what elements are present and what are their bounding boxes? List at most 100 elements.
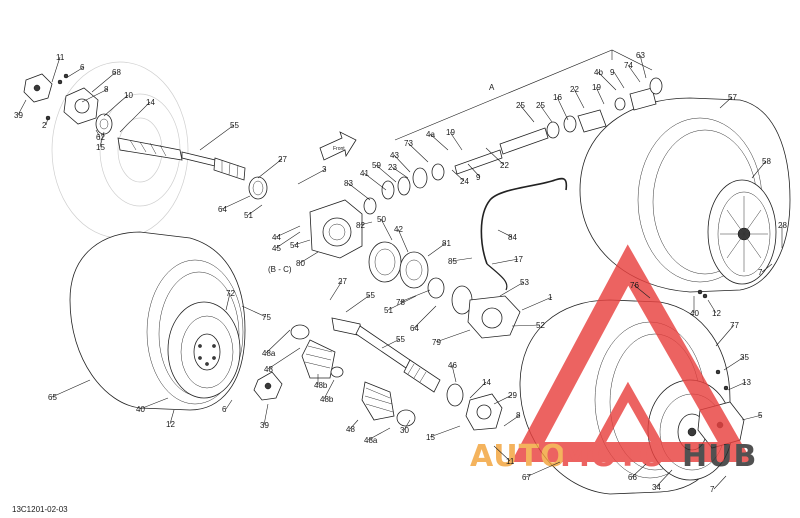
callout-40: 40	[690, 309, 699, 318]
callout-66: 66	[628, 473, 637, 482]
leader-line-80	[299, 251, 319, 264]
callout-78: 78	[396, 298, 405, 307]
leader-line-35	[723, 356, 745, 371]
leader-line-23	[391, 166, 409, 179]
leader-line-55	[381, 338, 401, 349]
leader-line-6	[65, 66, 85, 79]
callout-30: 30	[400, 426, 409, 435]
callout-63: 63	[636, 51, 645, 60]
leader-line-54	[293, 239, 311, 246]
callout-82: 82	[356, 221, 365, 230]
leader-line-27	[329, 280, 343, 301]
leader-line-48	[267, 347, 301, 370]
leader-line-48b	[323, 379, 335, 400]
watermark-text-auto: AUTO	[470, 439, 567, 474]
callout-12: 12	[712, 309, 721, 318]
leader-line-77	[715, 324, 735, 347]
leader-line-67	[525, 461, 561, 478]
callout-48b: 48b	[320, 395, 334, 404]
callout-50: 50	[377, 215, 386, 224]
callout-52: 52	[536, 321, 545, 330]
callout-48: 48	[264, 365, 273, 374]
callout-45: 45	[272, 244, 281, 253]
leader-line-48a	[367, 427, 391, 441]
leader-line-15	[429, 425, 461, 438]
left-tire	[69, 231, 246, 411]
leader-line-5	[741, 414, 763, 421]
callout-10: 10	[124, 91, 133, 100]
watermark-text-hub: HUB	[682, 439, 757, 474]
leader-line-66	[631, 463, 647, 478]
callout-23: 23	[388, 163, 397, 172]
leader-line-11	[51, 56, 61, 83]
callout-17: 17	[514, 255, 523, 264]
leader-line-63	[639, 54, 647, 79]
callout-5: 5	[758, 411, 763, 420]
callout-46: 46	[448, 361, 457, 370]
callout-76: 76	[630, 281, 639, 290]
callout-14: 14	[482, 378, 491, 387]
callout-15: 15	[426, 433, 435, 442]
leader-line-9	[613, 71, 625, 89]
leader-line-9	[467, 163, 481, 178]
callout-41: 41	[360, 169, 369, 178]
leader-line-48a	[265, 329, 291, 354]
callout-77: 77	[730, 321, 739, 330]
leader-line-83	[347, 182, 371, 201]
leader-line-25	[539, 104, 553, 123]
leader-line-16	[556, 96, 569, 121]
callout-55: 55	[230, 121, 239, 130]
callout-85: 85	[448, 257, 457, 266]
leader-line-81	[427, 242, 447, 257]
leader-line-1	[521, 296, 553, 311]
leader-line-3	[297, 168, 327, 185]
leader-line-48	[349, 419, 359, 430]
callout-55: 55	[396, 335, 405, 344]
callout-42: 42	[394, 225, 403, 234]
leader-line-27	[257, 158, 283, 179]
drawing-code: 13C1201-02-03	[12, 505, 68, 514]
leader-line-42	[397, 228, 409, 253]
callout-73: 73	[404, 139, 413, 148]
callout-4a: 4a	[426, 130, 435, 139]
callout-48b: 48b	[314, 381, 328, 390]
callout-16: 16	[553, 93, 562, 102]
callout-4b: 4b	[594, 68, 603, 77]
callout-14: 14	[146, 98, 155, 107]
leader-line-7	[713, 475, 727, 490]
leader-line-51	[387, 295, 417, 311]
leader-line-30	[403, 419, 411, 431]
callout-48a: 48a	[262, 349, 276, 358]
callout-64: 64	[218, 205, 227, 214]
leader-line-59	[375, 164, 397, 183]
leader-line-34	[655, 469, 673, 488]
callout-65: 65	[48, 393, 57, 402]
callout-35: 35	[740, 353, 749, 362]
callout-27: 27	[338, 277, 347, 286]
callout-40: 40	[136, 405, 145, 414]
callout-59: 59	[372, 161, 381, 170]
leader-line-72	[225, 292, 231, 311]
middle-brake-disk	[368, 241, 521, 339]
callout-67: 67	[522, 473, 531, 482]
callout-57: 57	[728, 93, 737, 102]
sub-assembly-note: (B - C)	[268, 265, 292, 274]
leader-line-50	[380, 218, 393, 241]
callout-leader-lines	[17, 54, 783, 490]
leader-line-79	[435, 329, 471, 343]
callout-28: 28	[778, 221, 787, 230]
callout-9: 9	[476, 173, 481, 182]
callout-48a: 48a	[364, 436, 378, 445]
callout-39: 39	[14, 111, 23, 120]
leader-line-10	[103, 94, 129, 117]
leader-line-13	[727, 381, 747, 391]
callout-6: 6	[80, 63, 85, 72]
lower-boots	[290, 324, 416, 427]
leader-line-4b	[597, 71, 617, 91]
leader-line-64	[221, 195, 251, 210]
callout-55: 55	[366, 291, 375, 300]
callout-51: 51	[244, 211, 253, 220]
lower-drive-shaft	[331, 317, 503, 431]
leader-line-11	[493, 445, 511, 462]
